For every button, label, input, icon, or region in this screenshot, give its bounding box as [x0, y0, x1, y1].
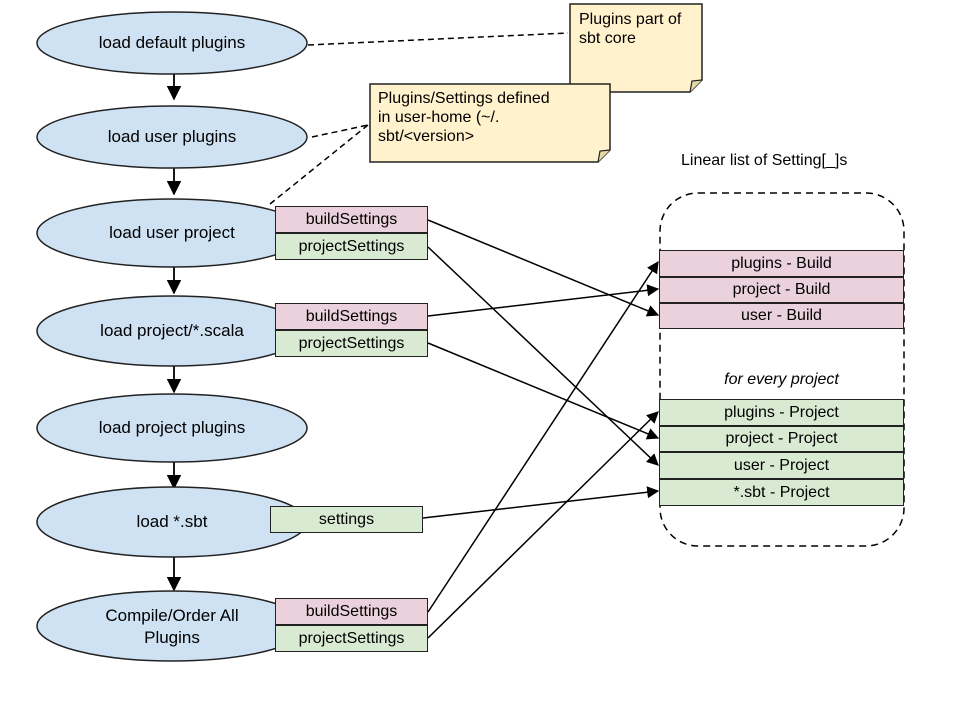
note-sbt-core-text: Plugins part of sbt core: [579, 11, 682, 47]
build-settings-tag: buildSettings: [275, 598, 428, 625]
mapping-arrow: [427, 342, 660, 440]
note-connector-3: [269, 124, 369, 205]
mapping-arrow: [427, 411, 659, 639]
project-settings-tag: projectSettings: [275, 233, 428, 260]
project-list-row: user - Project: [659, 452, 904, 479]
step-ellipse-project-plugins: [36, 393, 308, 463]
build-list-row: project - Build: [659, 277, 904, 303]
mapping-arrow: [427, 219, 660, 317]
mapping-arrow: [427, 260, 659, 613]
build-list-row: plugins - Build: [659, 250, 904, 277]
step-label: load user project: [109, 223, 235, 242]
step-ellipse-user-plugins: [36, 105, 308, 169]
step-label: load project plugins: [98, 418, 246, 437]
note-user-home-text: Plugins/Settings defined in user-home (~…: [378, 90, 550, 145]
note-connector-1: [307, 32, 569, 46]
project-list-caption: for every project: [724, 371, 839, 388]
step-label: load project/*.scala: [100, 321, 244, 340]
build-list-row: user - Build: [659, 303, 904, 329]
step-ellipse-default-plugins: [36, 11, 308, 75]
step-label: load default plugins: [98, 33, 246, 52]
settings-list-title: Linear list of Setting[_]s: [681, 152, 848, 169]
build-settings-tag: buildSettings: [275, 206, 428, 233]
project-settings-tag: projectSettings: [275, 625, 428, 652]
mapping-arrow: [427, 284, 660, 317]
note-fold-1: [689, 79, 703, 93]
project-list-row: *.sbt - Project: [659, 479, 904, 506]
step-label: Compile/Order All Plugins: [105, 606, 239, 647]
project-settings-tag: projectSettings: [275, 330, 428, 357]
step-label: load *.sbt: [136, 512, 208, 531]
sbt-settings-tag: settings: [270, 506, 423, 533]
project-list-row: plugins - Project: [659, 399, 904, 426]
mapping-arrow: [427, 246, 659, 466]
step-label: load user plugins: [107, 127, 237, 146]
project-list-row: project - Project: [659, 426, 904, 452]
settings-list-container: [659, 192, 905, 547]
build-settings-tag: buildSettings: [275, 303, 428, 330]
mapping-arrow: [422, 486, 660, 519]
note-fold-2: [597, 149, 611, 163]
